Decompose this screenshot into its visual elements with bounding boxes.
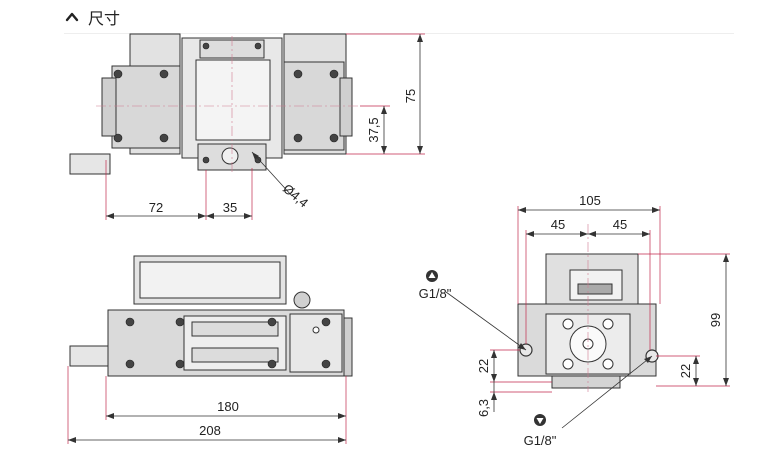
chevron-up-icon[interactable] (64, 9, 80, 25)
dim-side-half-left: 45 (551, 217, 565, 232)
dim-side-port-height-right: 22 (678, 364, 693, 378)
dim-side-port-height-left: 22 (476, 359, 491, 373)
dim-front-total-length: 208 (199, 423, 221, 438)
header-divider (64, 33, 734, 34)
dim-side-height-total: 99 (708, 313, 723, 327)
dim-front-inner-length: 180 (217, 399, 239, 414)
port-in-label: G1/8" (419, 286, 452, 301)
port-out-label: G1/8" (524, 433, 557, 448)
dim-side-width-total: 105 (579, 193, 601, 208)
dim-side-half-right: 45 (613, 217, 627, 232)
dim-side-base-offset: 6,3 (476, 399, 491, 417)
dim-top-height-center: 37,5 (366, 117, 381, 142)
front-view: 180 208 (67, 255, 353, 444)
port-in-icon (426, 270, 438, 282)
dim-top-mid-offset: 35 (223, 200, 237, 215)
side-view: 105 45 45 99 22 6,3 22 G1/8" G1/8" (419, 193, 730, 448)
dim-top-height-total: 75 (403, 89, 418, 103)
section-header[interactable]: 尺寸 (64, 4, 120, 30)
port-out-icon (534, 414, 546, 426)
dim-top-left-offset: 72 (149, 200, 163, 215)
top-view: 75 37,5 72 35 Ø4,4 (69, 33, 425, 220)
dim-top-hole-dia: Ø4,4 (280, 181, 311, 211)
section-title: 尺寸 (88, 9, 121, 28)
